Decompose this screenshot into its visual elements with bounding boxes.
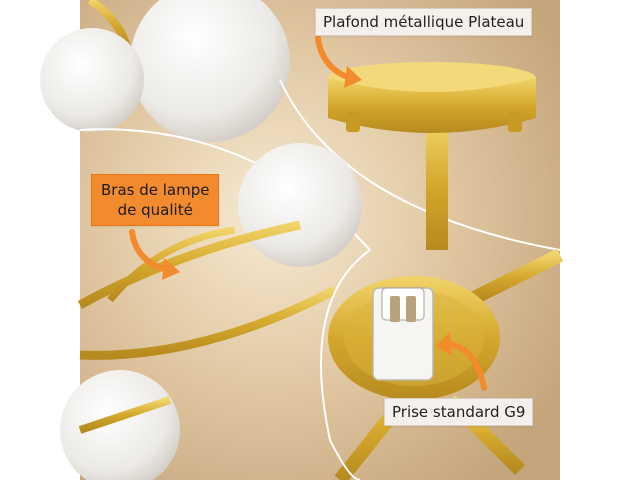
arrow-icon xyxy=(129,229,180,280)
ceiling-plate-label-text: Plafond métallique Plateau xyxy=(323,13,525,31)
arrow-icon xyxy=(436,332,487,391)
socket-label-text: Prise standard G9 xyxy=(392,403,526,421)
lamp-arms-label-line2: de qualité xyxy=(117,201,193,219)
socket-label: Prise standard G9 xyxy=(384,398,534,426)
ceiling-plate xyxy=(328,78,536,133)
lamp-arm xyxy=(77,220,301,309)
arrow-icon xyxy=(315,35,362,88)
lamp-arm xyxy=(79,286,338,360)
glass-globe xyxy=(40,28,144,132)
glass-globe xyxy=(238,143,362,267)
ceiling-plate-label: Plafond métallique Plateau xyxy=(315,8,533,36)
stem xyxy=(426,120,448,250)
glass-globe xyxy=(130,0,290,142)
lamp-arms-label-line1: Bras de lampe xyxy=(101,181,210,199)
lamp-arms-label: Bras de lampe de qualité xyxy=(91,174,220,226)
glass-globe xyxy=(60,370,180,480)
